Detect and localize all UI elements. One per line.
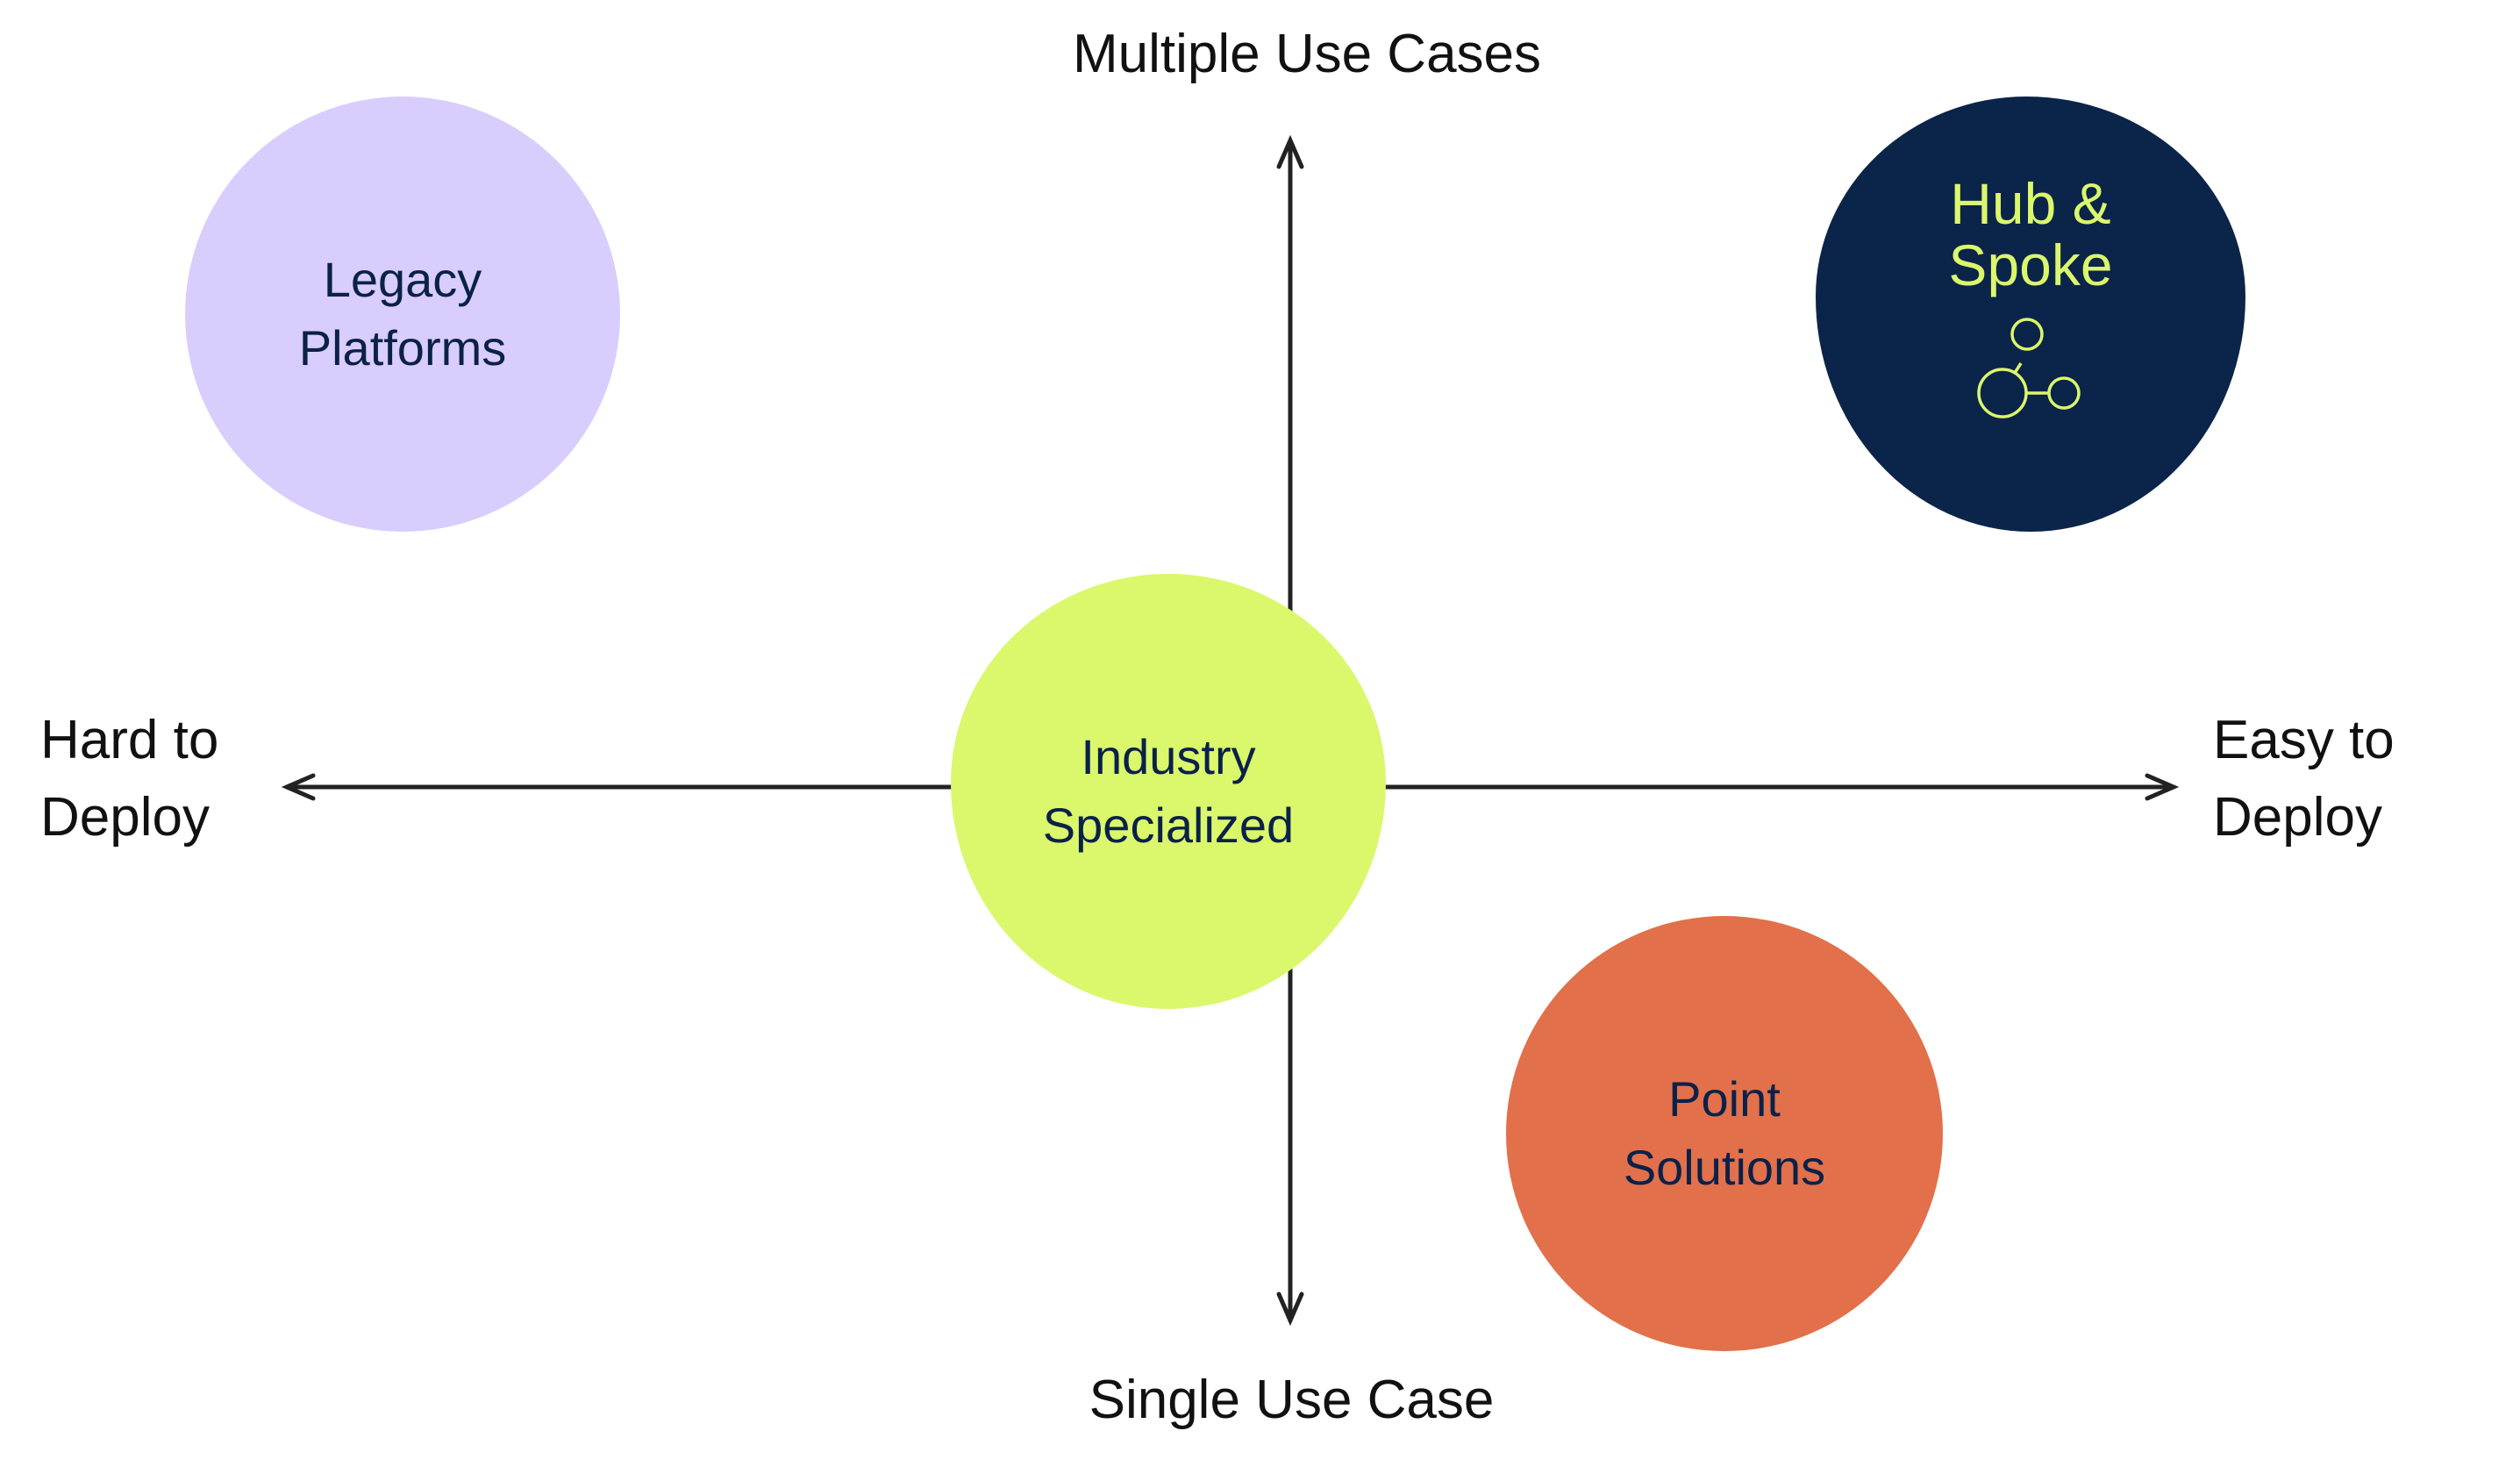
label-line: Point	[1668, 1071, 1781, 1127]
axis-label-right-line-1: Easy to	[2213, 710, 2395, 770]
axis-label-right-line-2: Deploy	[2213, 787, 2382, 848]
label-line: Solutions	[1623, 1140, 1826, 1195]
axis-label-right: Easy to Deploy	[2213, 702, 2395, 856]
arrow-down-icon	[1276, 1292, 1304, 1327]
axis-label-left-line-1: Hard to	[40, 710, 219, 770]
axis-label-left-line-2: Deploy	[40, 787, 210, 848]
point-solutions-circle: Point Solutions	[1506, 916, 1943, 1351]
hub-and-spoke-icon	[1977, 318, 2081, 419]
industry-specialized-label: Industry Specialized	[1043, 723, 1294, 860]
point-solutions-label: Point Solutions	[1624, 1065, 1825, 1202]
arrow-right-icon	[2145, 773, 2180, 801]
label-line: Platforms	[298, 320, 507, 376]
arrow-left-icon	[281, 773, 316, 801]
legacy-platforms-label: Legacy Platforms	[299, 246, 507, 383]
industry-specialized-circle: Industry Specialized	[951, 574, 1386, 1009]
hub-and-spoke-circle: Hub & Spoke	[1816, 97, 2245, 532]
axis-label-left: Hard to Deploy	[40, 702, 218, 856]
label-line: Hub &	[1950, 171, 2111, 236]
label-line: Spoke	[1948, 233, 2113, 297]
axis-label-top: Multiple Use Cases	[1072, 24, 1542, 84]
label-line: Industry	[1081, 729, 1256, 784]
label-line: Specialized	[1042, 798, 1295, 853]
hub-and-spoke-label: Hub & Spoke	[1948, 173, 2112, 296]
arrow-up-icon	[1276, 134, 1304, 169]
label-line: Legacy	[323, 252, 482, 307]
legacy-platforms-circle: Legacy Platforms	[185, 97, 620, 532]
axis-label-bottom: Single Use Case	[1089, 1370, 1495, 1430]
